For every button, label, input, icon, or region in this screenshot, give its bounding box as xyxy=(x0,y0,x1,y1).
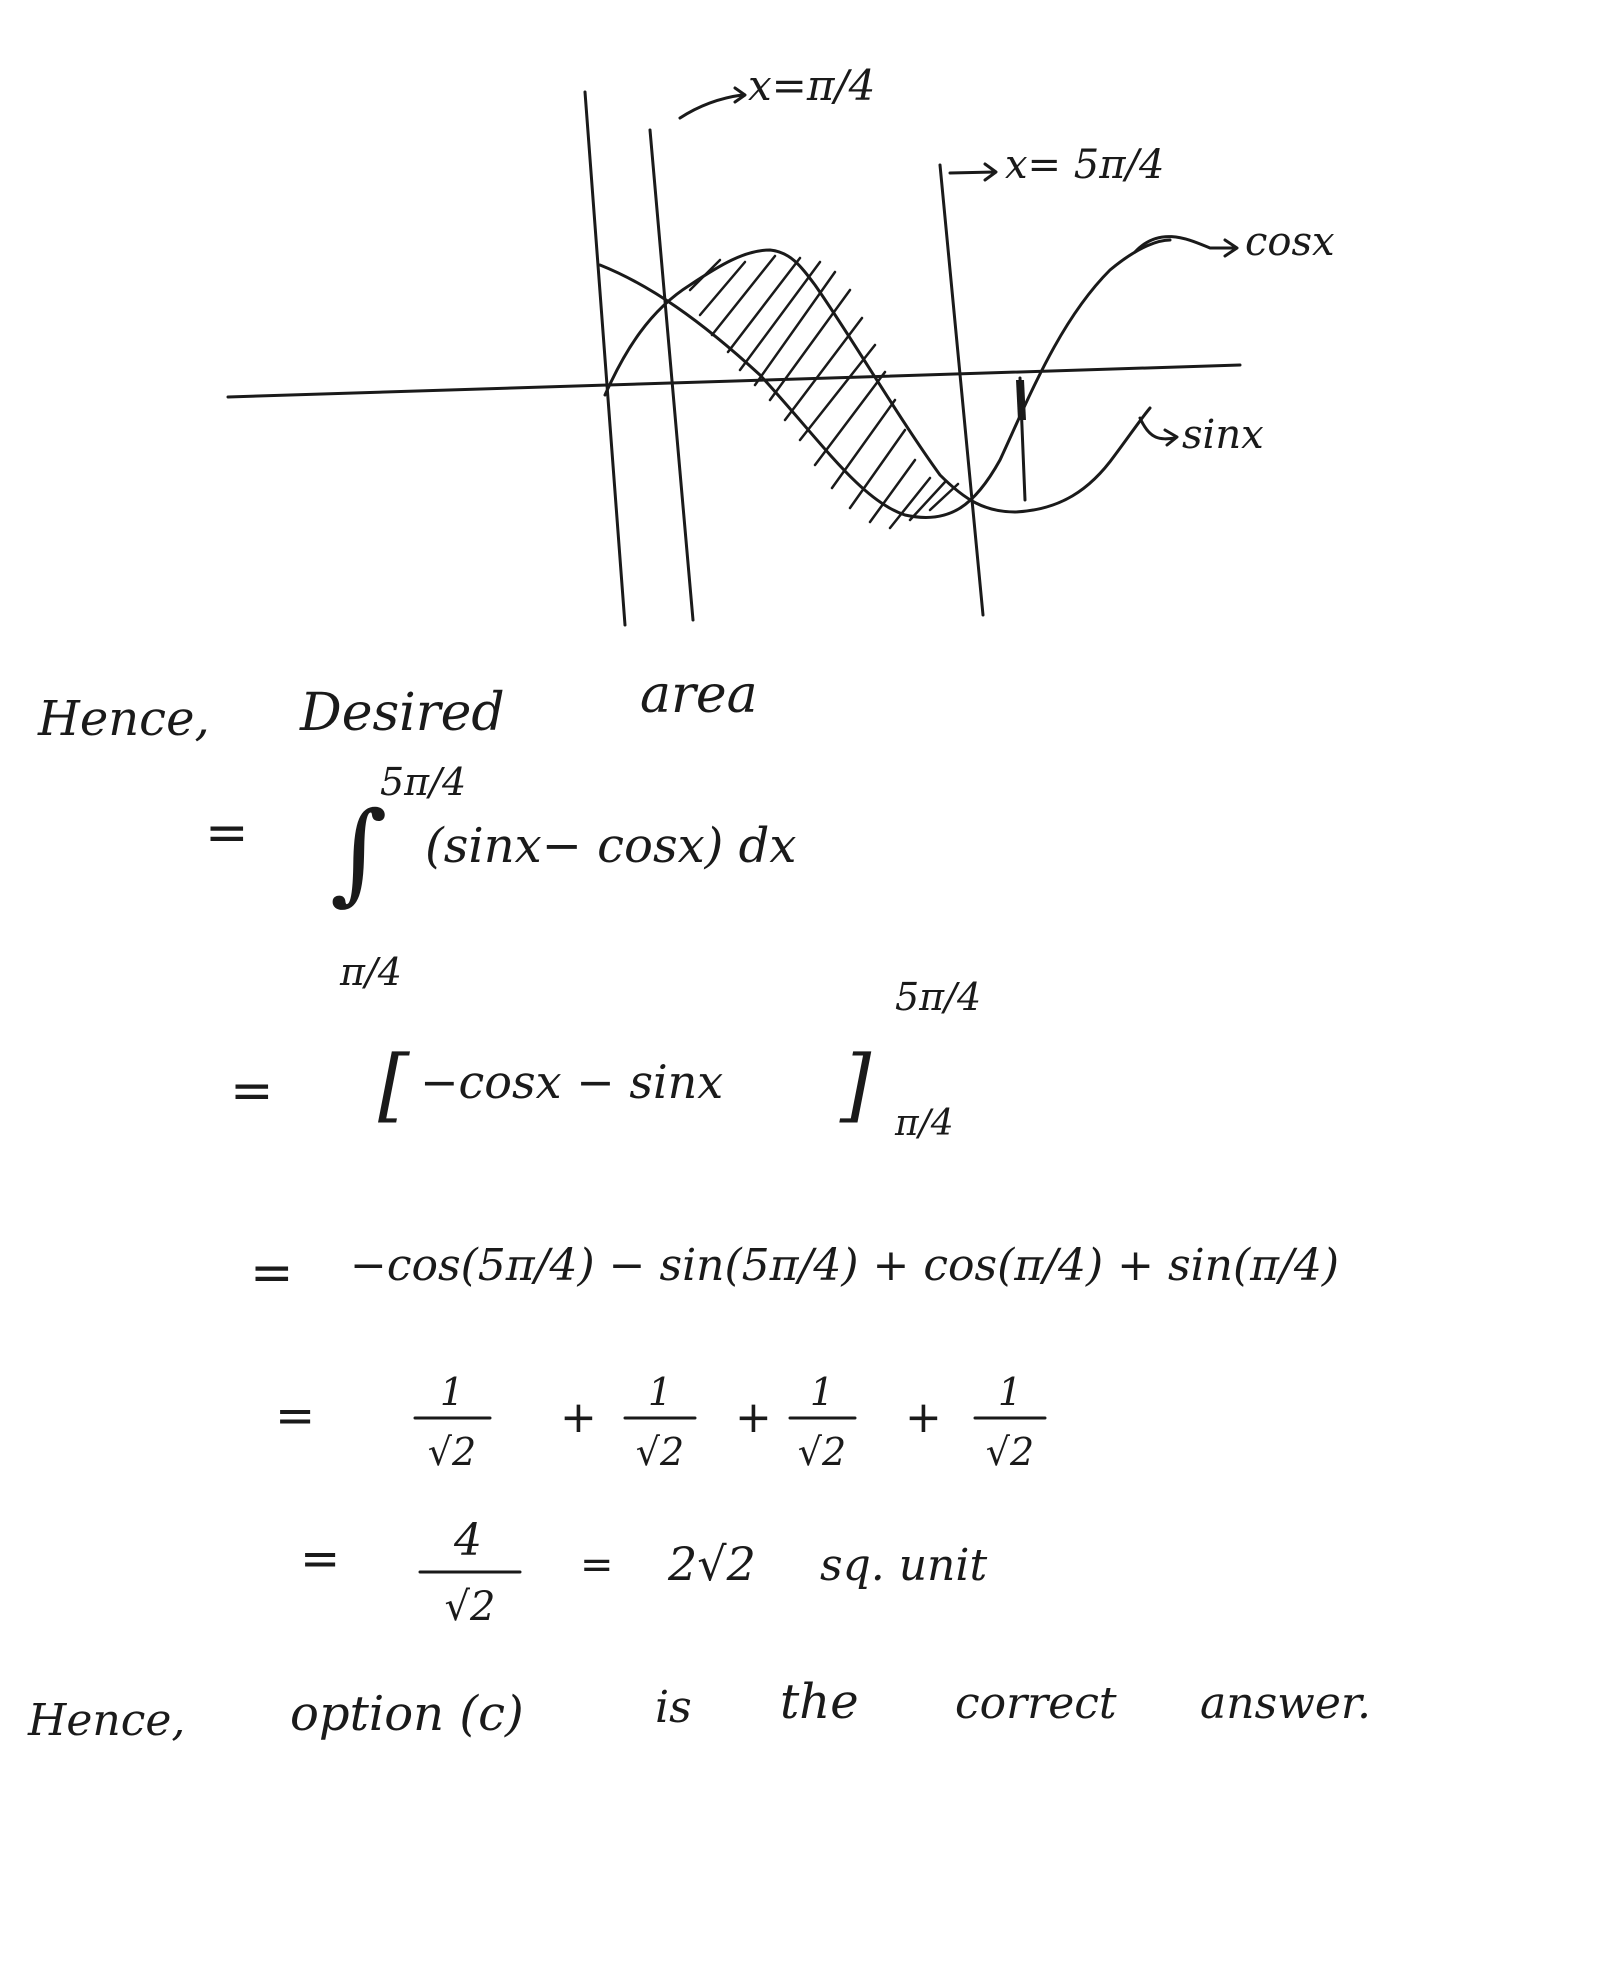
arrow-x-pi4 xyxy=(678,93,744,120)
label-sinx: sinx xyxy=(1182,412,1264,458)
plus-1: + xyxy=(560,1392,597,1443)
denominator-result: √2 xyxy=(445,1584,496,1630)
fraction-result: 4 √2 xyxy=(418,1515,522,1630)
fraction-2: 1 √2 xyxy=(623,1370,697,1474)
bracket-open: [ xyxy=(378,1038,410,1131)
eval-lower-limit: π/4 xyxy=(894,1103,954,1144)
y-axis xyxy=(583,90,627,627)
equals-2: = xyxy=(230,1061,274,1121)
hatched-area xyxy=(688,254,960,530)
integral-sign: ∫ xyxy=(330,788,387,916)
denominator-2: √2 xyxy=(636,1430,684,1474)
x-axis xyxy=(226,363,1242,399)
desired-word: Desired xyxy=(299,683,505,743)
result-unit: sq. unit xyxy=(820,1540,987,1591)
numerator-result: 4 xyxy=(453,1515,482,1566)
cos-curve xyxy=(598,238,1172,520)
plus-3: + xyxy=(905,1392,942,1443)
line-x-pi-over-4 xyxy=(648,128,695,622)
equals-1: = xyxy=(205,803,249,863)
label-x-pi4: x=π/4 xyxy=(748,61,875,110)
arrow-head-x-pi4 xyxy=(733,86,747,104)
final-correct: correct xyxy=(955,1678,1117,1729)
final-answer: answer. xyxy=(1200,1678,1371,1729)
numerator-4: 1 xyxy=(998,1370,1022,1414)
upper-limit: 5π/4 xyxy=(380,760,466,804)
numerator-1: 1 xyxy=(440,1370,464,1414)
arrow-cos xyxy=(1133,235,1237,254)
equals-5: = xyxy=(300,1531,340,1587)
fraction-1: 1 √2 xyxy=(413,1370,492,1474)
final-the: the xyxy=(780,1674,859,1730)
lower-limit: π/4 xyxy=(339,950,402,994)
arrow-x-5pi4 xyxy=(948,170,997,175)
arrow-sin xyxy=(1138,416,1177,441)
evaluation-step: −cos(5π/4) − sin(5π/4) + cos(π/4) + sin(… xyxy=(350,1240,1339,1291)
eval-upper-limit: 5π/4 xyxy=(895,975,981,1019)
bracket-expression: −cosx − sinx xyxy=(420,1055,723,1109)
solution: Hence, Desired area 5π/4 = ∫ (sinx− cosx… xyxy=(27,665,1371,1746)
final-option: option (c) xyxy=(290,1686,524,1742)
arrow-head-sin xyxy=(1163,428,1179,447)
final-hence: Hence, xyxy=(27,1695,185,1746)
equals-3: = xyxy=(250,1243,294,1303)
label-cosx: cosx xyxy=(1245,219,1335,265)
hence-word: Hence, xyxy=(37,691,210,747)
arrow-head-cos xyxy=(1223,238,1239,258)
denominator-1: √2 xyxy=(428,1430,476,1474)
bracket-close: ] xyxy=(839,1038,872,1131)
denominator-4: √2 xyxy=(986,1430,1034,1474)
final-is: is xyxy=(655,1682,692,1733)
line-x-5pi-over-4 xyxy=(938,163,985,617)
arrow-head-x-5pi4 xyxy=(983,162,998,182)
result-value: 2√2 xyxy=(667,1537,756,1591)
graph: x=π/4 x= 5π/4 cosx sinx xyxy=(226,61,1335,627)
label-x-5pi4: x= 5π/4 xyxy=(1005,142,1164,188)
numerator-2: 1 xyxy=(648,1370,672,1414)
integrand: (sinx− cosx) dx xyxy=(425,818,796,874)
denominator-3: √2 xyxy=(798,1430,846,1474)
equals-6: = xyxy=(580,1542,614,1588)
fraction-3: 1 √2 xyxy=(788,1370,857,1474)
plus-2: + xyxy=(735,1392,772,1443)
sin-curve xyxy=(603,248,1152,514)
fraction-4: 1 √2 xyxy=(973,1370,1047,1474)
numerator-3: 1 xyxy=(810,1370,834,1414)
area-word: area xyxy=(640,665,758,725)
equals-4: = xyxy=(275,1388,315,1444)
